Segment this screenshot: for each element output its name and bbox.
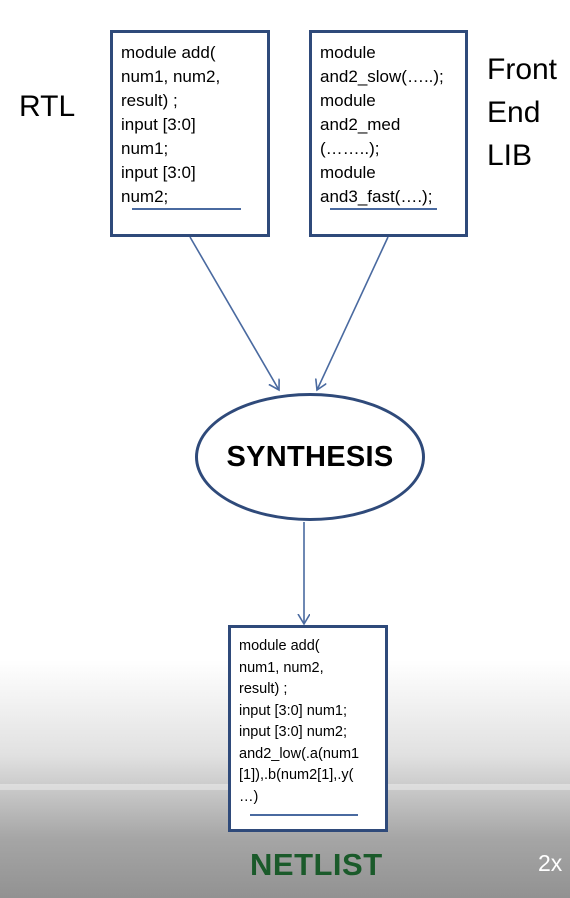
lib-code-line: and3_fast(….); <box>320 187 433 206</box>
netlist-code-line: [1]),.b(num2[1],.y( <box>239 767 354 783</box>
lib-to-synthesis-arrow <box>317 236 389 390</box>
netlist-code-line: and2_low(.a(num1 <box>239 745 360 762</box>
rtl-code-line: input [3:0] <box>121 115 196 134</box>
lib-code-line: module <box>320 91 376 110</box>
netlist-label: NETLIST <box>250 847 383 882</box>
rtl-to-synthesis-arrow <box>189 236 279 390</box>
rtl-code-underline <box>132 208 241 210</box>
netlist-code-underline <box>250 814 358 816</box>
rtl-code-line: num2; <box>121 187 169 206</box>
synthesis-label: SYNTHESIS <box>226 440 394 473</box>
lib-code-line: module <box>320 163 376 182</box>
netlist-code-line: input [3:0] num2; <box>239 724 348 740</box>
rtl-code-line: module add( <box>121 43 216 62</box>
lib-code-line: module <box>320 43 376 62</box>
lib-code-line: and2_med <box>320 115 401 134</box>
rtl-code-line: input [3:0] <box>121 163 196 182</box>
playback-speed-button[interactable]: 2x <box>538 850 563 876</box>
netlist-code-line: num1, num2, <box>239 659 324 676</box>
lib-code-underline <box>330 208 437 210</box>
netlist-code-line: module add( <box>239 638 320 654</box>
lib-code-line: (……..); <box>320 139 380 158</box>
rtl-label: RTL <box>19 90 76 123</box>
netlist-code-line: …) <box>239 788 259 805</box>
lib-code-box: module and2_slow(…..); module and2_med (… <box>309 30 468 237</box>
netlist-code-line: result) ; <box>239 681 288 697</box>
synthesis-node: SYNTHESIS <box>195 393 425 521</box>
lib-code-line: and2_slow(…..); <box>320 67 444 86</box>
lib-label-line: LIB <box>487 139 533 172</box>
lib-label-line: End <box>487 96 541 129</box>
netlist-code-box: module add( num1, num2, result) ; input … <box>228 625 388 832</box>
front-end-lib-label: Front End LIB <box>487 48 557 177</box>
lib-label-line: Front <box>487 53 558 86</box>
rtl-code-box: module add( num1, num2, result) ; input … <box>110 30 270 237</box>
rtl-code-line: result) ; <box>121 91 178 110</box>
netlist-code-line: input [3:0] num1; <box>239 702 348 719</box>
rtl-code-line: num1, num2, <box>121 67 221 86</box>
rtl-code-line: num1; <box>121 139 169 158</box>
